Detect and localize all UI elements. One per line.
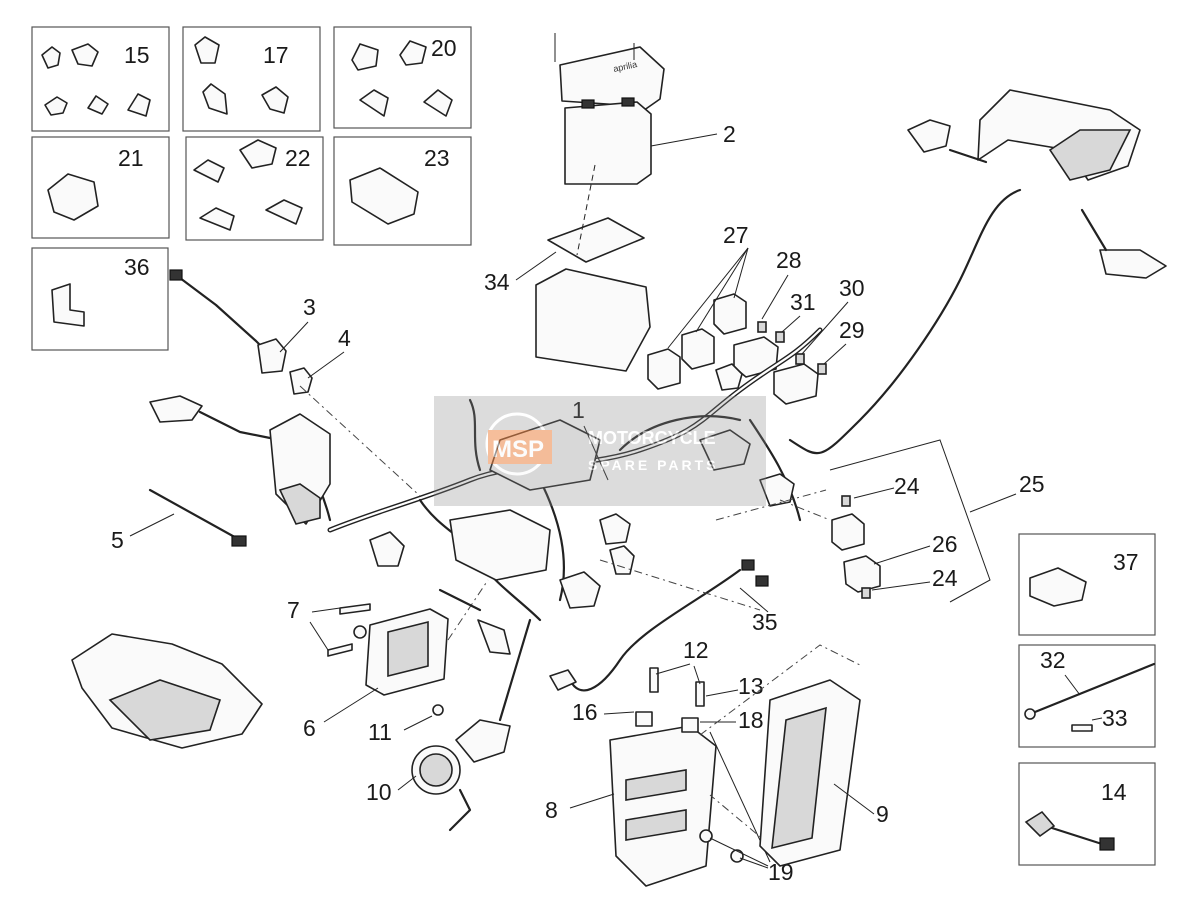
inset-box-23: 23 [333,136,472,246]
inset-box-14: 14 [1018,762,1156,866]
callout-28: 28 [776,247,802,273]
callout-20: 20 [431,35,457,61]
callout-22: 22 [285,145,311,171]
callout-2: 2 [723,121,736,147]
relay-group: 27 28 31 30 29 [647,222,865,405]
callout-27: 27 [723,222,749,248]
screw [327,643,353,657]
callout-9: 9 [876,801,889,827]
fuse-box [773,363,819,405]
callout-5: 5 [111,527,124,553]
screw-icon [1071,724,1093,732]
callout-15: 15 [124,42,150,68]
callout-13: 13 [738,673,764,699]
inset-box-32-33: 32 33 [1018,644,1156,748]
callout-8: 8 [545,797,558,823]
callout-18: 18 [738,707,764,733]
callout-35: 35 [752,609,778,635]
clip-icon [41,43,151,117]
voltage-regulator: 7 6 [287,579,489,741]
ecu-holder: 8 12 13 16 18 19 [545,637,861,887]
callout-12: 12 [683,637,709,663]
relay [843,555,881,593]
inset-box-17: 17 [182,26,321,132]
screw [649,667,659,693]
headlight [71,633,263,749]
battery [564,101,652,185]
grommet [635,711,653,727]
callout-26: 26 [932,531,958,557]
callout-4: 4 [338,325,351,351]
rear-turn-signal-right [1099,249,1167,279]
ecu: 9 [759,679,889,867]
callout-16: 16 [572,699,598,725]
inset-box-15: 15 [31,26,170,132]
callout-7: 7 [287,597,300,623]
callout-17: 17 [263,42,289,68]
callout-14: 14 [1101,779,1127,805]
callout-33: 33 [1102,705,1128,731]
front-turn-signal-right [477,619,511,655]
inset-box-37: 37 [1018,533,1156,636]
clip-icon [194,36,289,115]
screw [339,603,371,615]
battery-cover [559,46,665,114]
inset-box-20: 20 [333,26,472,129]
battery-cover-label: aprilia [612,59,638,74]
sensor-icon [1024,810,1115,851]
callout-37: 37 [1113,549,1139,575]
relay [647,348,681,390]
battery-mat [547,217,645,263]
relay [681,328,715,370]
callout-21: 21 [118,145,144,171]
callout-11: 11 [368,719,392,745]
right-side-items: 24 26 24 25 35 [549,439,1045,692]
rear-turn-signal-left [907,119,951,153]
callout-1: 1 [572,397,585,423]
callout-10: 10 [366,779,392,805]
battery-tray [535,268,651,372]
callout-32: 32 [1040,647,1066,673]
callout-34: 34 [484,269,510,295]
callout-6: 6 [303,715,316,741]
horn-area: 11 10 [366,588,532,832]
callout-36: 36 [124,254,150,280]
callout-30: 30 [839,275,865,301]
callout-23: 23 [424,145,450,171]
callout-31: 31 [790,289,816,315]
callout-24b: 24 [932,565,958,591]
clip-icon [47,173,99,221]
rear-light-assembly [788,89,1167,455]
connector-icon [1029,567,1087,607]
clip-icon [193,139,303,231]
callout-24a: 24 [894,473,920,499]
inset-box-21: 21 [31,136,170,239]
screw [695,681,705,707]
battery-assembly: aprilia 2 34 [484,33,736,372]
rear-harness [788,188,1022,455]
watermark-line1: MOTORCYCLE [588,428,716,448]
clip-icon [351,40,453,117]
bracket-icon [51,283,85,327]
front-turn-signal-left [149,395,203,423]
watermark-logo: MSP [492,436,544,463]
relay [713,293,747,335]
watermark-line2: SPARE PARTS [588,457,719,473]
watermark: MSP MOTORCYCLE SPARE PARTS [434,396,766,506]
cable-tie-icon [1028,662,1156,716]
callout-3: 3 [303,294,316,320]
grommet [681,717,699,733]
connector-cover-icon [349,167,419,225]
relay [831,513,865,551]
callout-25: 25 [1019,471,1045,497]
front-left-parts: 3 4 5 [111,269,421,553]
sensor-probe [148,488,242,542]
callout-29: 29 [839,317,865,343]
inset-box-22: 22 [185,136,324,241]
inset-box-36: 36 [31,247,169,351]
